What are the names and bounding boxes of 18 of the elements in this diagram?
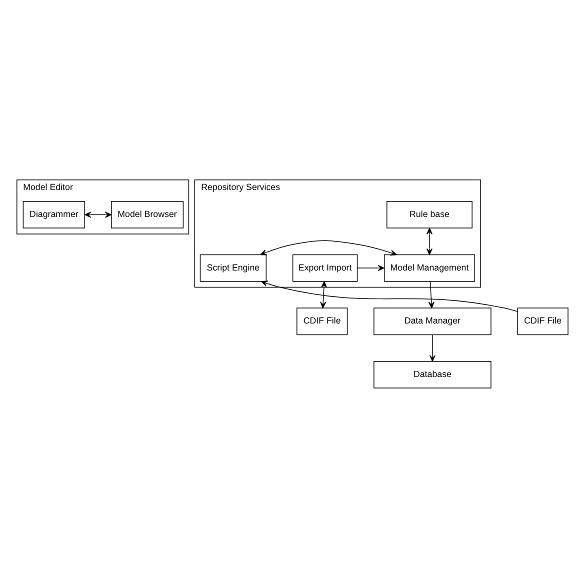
arrow xyxy=(261,280,518,312)
node-box: Data Manager xyxy=(374,308,492,336)
node-box: Model Browser xyxy=(110,201,184,228)
arrow xyxy=(260,240,397,256)
arrow xyxy=(356,265,384,272)
node-box: Model Management xyxy=(384,254,476,282)
node-box: Diagrammer xyxy=(22,201,86,228)
arrow xyxy=(426,228,433,255)
node-box: CDIF File xyxy=(296,308,348,336)
node-box: Database xyxy=(374,361,492,388)
arrow xyxy=(429,334,436,362)
node-box: Rule base xyxy=(386,201,472,228)
node-box: Script Engine xyxy=(200,254,267,282)
arrow xyxy=(84,212,112,218)
node-box: CDIF File xyxy=(517,308,568,336)
node-box: Export Import xyxy=(292,254,358,282)
arrow xyxy=(428,281,434,308)
arrow xyxy=(320,281,328,308)
